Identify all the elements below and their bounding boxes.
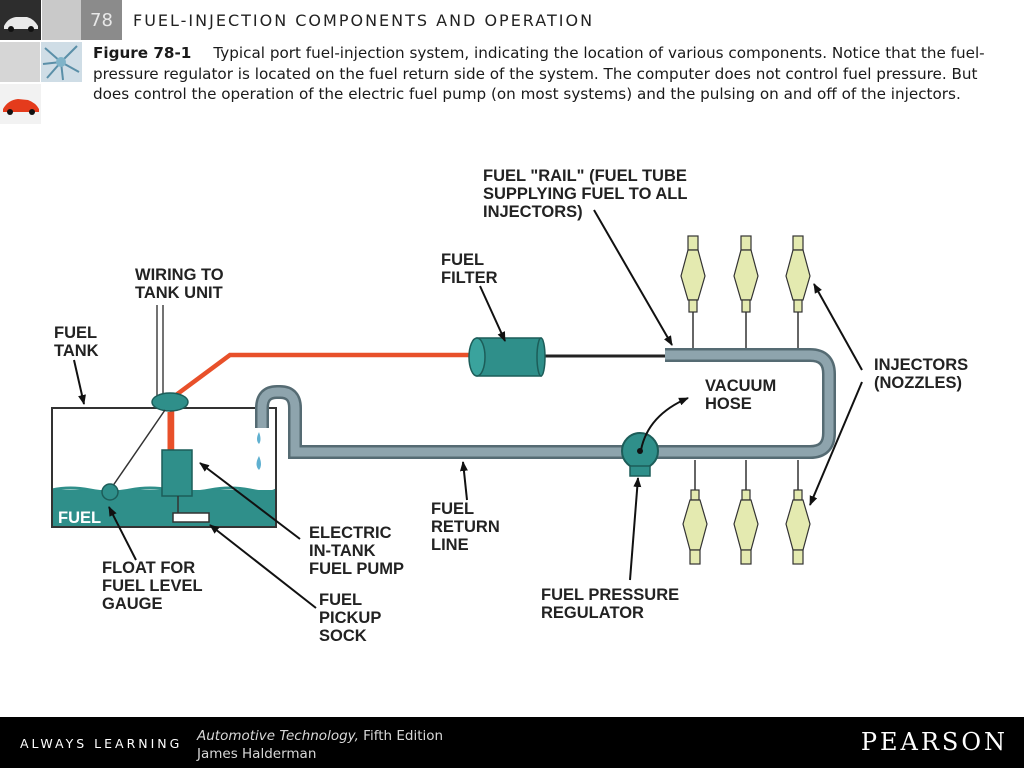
car-thumbnail-top	[0, 0, 41, 40]
injector	[682, 460, 708, 565]
label-fuel-rail: FUEL "RAIL" (FUEL TUBE SUPPLYING FUEL TO…	[483, 167, 692, 221]
label-regulator: FUEL PRESSURE REGULATOR	[541, 586, 684, 622]
footer-book-info: Automotive Technology, Fifth Edition Jam…	[197, 728, 443, 763]
header-gray-block-2	[0, 42, 40, 82]
fuel-drop	[257, 432, 261, 444]
label-injectors: INJECTORS (NOZZLES)	[874, 356, 973, 392]
leader-arrows	[73, 209, 863, 609]
label-vacuum-hose: VACUUM HOSE	[705, 377, 781, 413]
header-gray-block	[42, 0, 81, 40]
fuel-drop	[256, 456, 261, 470]
label-float: FLOAT FOR FUEL LEVEL GAUGE	[102, 559, 207, 613]
electric-fuel-pump	[161, 449, 193, 497]
caption-text: Typical port fuel-injection system, indi…	[93, 44, 985, 103]
vacuum-hose	[640, 397, 689, 451]
tank-wiring	[156, 305, 164, 398]
label-pickup: FUEL PICKUP SOCK	[319, 591, 386, 645]
thumbnail-strip	[0, 0, 82, 124]
float	[101, 483, 119, 501]
footer-author: James Halderman	[197, 745, 317, 762]
engine-thumbnail	[41, 42, 82, 82]
float-arm	[109, 409, 166, 491]
fuel-injection-diagram: FUEL "RAIL" (FUEL TUBE SUPPLYING FUEL TO…	[51, 167, 973, 645]
footer-tagline: ALWAYS LEARNING	[20, 736, 183, 751]
chapter-number: 78	[81, 0, 122, 40]
footer-edition: Fifth Edition	[363, 728, 444, 744]
tank-unit	[151, 392, 189, 412]
label-fuel-filter: FUEL FILTER	[441, 251, 498, 287]
injectors-bottom	[682, 460, 811, 565]
label-fuel-tank: FUEL TANK	[54, 324, 101, 360]
label-pump: ELECTRIC IN-TANK FUEL PUMP	[309, 524, 404, 578]
car-thumbnail-bottom	[0, 84, 41, 124]
injector	[733, 460, 759, 565]
fuel-pressure-regulator	[621, 432, 659, 477]
injector	[680, 235, 706, 348]
figure-label: Figure 78-1	[93, 44, 192, 62]
fuel-filter	[468, 337, 546, 377]
label-return-line: FUEL RETURN LINE	[431, 500, 504, 554]
footer-bar: ALWAYS LEARNING Automotive Technology, F…	[0, 717, 1024, 768]
injector	[785, 235, 811, 348]
injectors-top	[680, 235, 811, 348]
fuel-return-line	[255, 385, 625, 459]
label-wiring: WIRING TO TANK UNIT	[135, 266, 228, 302]
label-fuel-in-tank: FUEL	[58, 509, 101, 527]
fuel-pickup-sock	[172, 512, 210, 523]
injector	[785, 460, 811, 565]
publisher-logo: PEARSON	[860, 728, 1008, 756]
chapter-title: FUEL-INJECTION COMPONENTS AND OPERATION	[133, 11, 595, 30]
injector	[733, 235, 759, 348]
footer-book-title: Automotive Technology,	[197, 728, 359, 744]
